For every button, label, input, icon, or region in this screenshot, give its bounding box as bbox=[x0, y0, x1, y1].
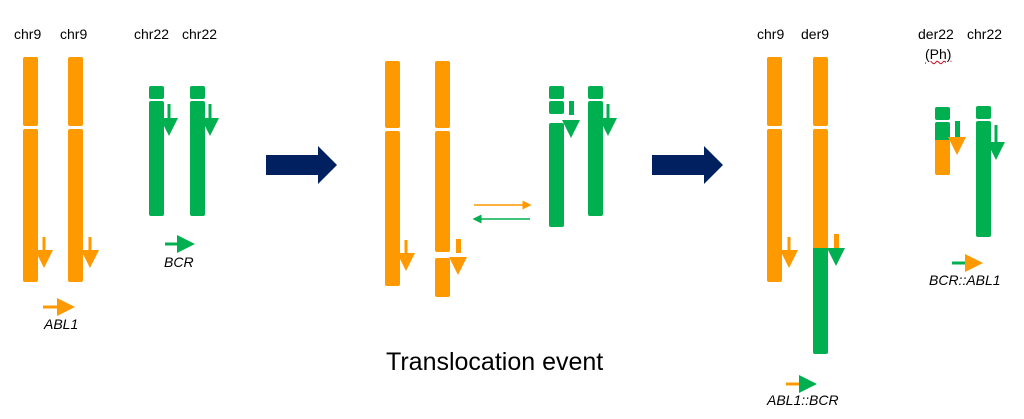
chromosome-chr22-1 bbox=[149, 86, 164, 216]
label-chr22: chr22 bbox=[182, 26, 218, 42]
panel-during bbox=[385, 61, 617, 297]
chromosome-chr9-normal bbox=[385, 61, 400, 286]
chromosome-chr22-normal bbox=[588, 86, 603, 216]
chromosome-chr22-breaking bbox=[549, 86, 564, 227]
label-chr9: chr9 bbox=[757, 26, 785, 42]
chromosome-chr22-result bbox=[976, 106, 991, 237]
label-chr9: chr9 bbox=[60, 26, 88, 42]
big-arrow-1 bbox=[266, 146, 337, 184]
chromosome-chr22-2 bbox=[190, 86, 205, 216]
chromosome-chr9-breaking bbox=[435, 61, 450, 297]
label-chr9: chr9 bbox=[14, 26, 42, 42]
label-chr22: chr22 bbox=[967, 26, 1003, 42]
big-arrow-2 bbox=[652, 146, 723, 184]
fusion-fragment-abl1 bbox=[834, 234, 839, 248]
chromosome-chr9-result bbox=[767, 57, 782, 282]
label-der9: der9 bbox=[801, 26, 830, 42]
label-chr22: chr22 bbox=[134, 26, 170, 42]
bcr-split-fragment bbox=[569, 101, 574, 115]
abl1-split-fragment bbox=[456, 239, 461, 253]
diagram-caption: Translocation event bbox=[386, 348, 604, 376]
panel-after bbox=[767, 57, 1005, 393]
label-philadelphia: (Ph) bbox=[925, 46, 952, 62]
chromosome-chr9-1 bbox=[23, 57, 38, 282]
fusion-fragment-bcr bbox=[955, 121, 960, 137]
chromosome-der9 bbox=[813, 57, 828, 354]
gene-label-bcr: BCR bbox=[164, 254, 194, 270]
panel-before bbox=[23, 57, 219, 316]
gene-label-abl1: ABL1 bbox=[44, 316, 79, 332]
label-der22: der22 bbox=[918, 26, 954, 42]
gene-label-abl1-bcr: ABL1::BCR bbox=[767, 392, 839, 408]
chromosome-chr9-2 bbox=[68, 57, 83, 282]
chromosome-der22 bbox=[935, 107, 950, 175]
gene-label-bcr-abl1: BCR::ABL1 bbox=[929, 272, 1001, 288]
